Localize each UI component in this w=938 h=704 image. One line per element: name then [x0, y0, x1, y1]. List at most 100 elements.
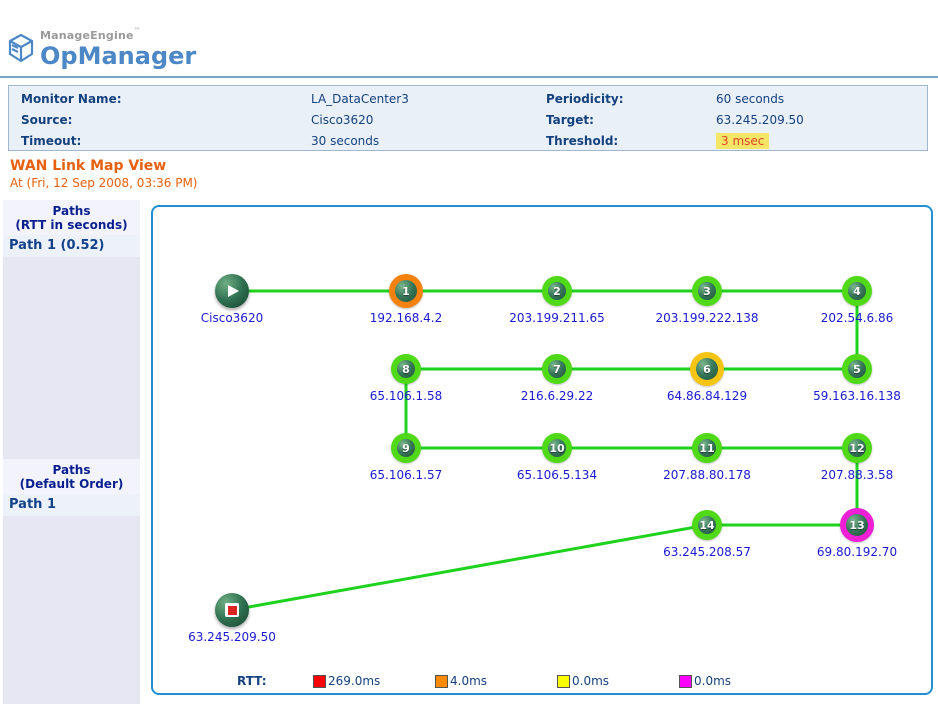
node-ip-label: 64.86.84.129: [666, 389, 748, 403]
paths-default-section: Paths (Default Order) Path 1: [3, 459, 140, 516]
monitor-info-panel: Monitor Name: LA_DataCenter3 Periodicity…: [8, 85, 928, 151]
hop-number: 1: [395, 280, 417, 302]
legend-color-swatch: [679, 674, 692, 688]
node-ip-label: 59.163.16.138: [813, 389, 901, 403]
rtt-legend-label: RTT:: [237, 674, 267, 688]
hop-number: 8: [397, 360, 415, 378]
info-label-source: Source:: [21, 112, 73, 127]
page-timestamp: At (Fri, 12 Sep 2008, 03:36 PM): [10, 176, 198, 190]
info-value-source: Cisco3620: [311, 112, 374, 127]
node-ip-label: 203.199.222.138: [655, 311, 759, 325]
hop-node-8[interactable]: 8: [391, 354, 421, 384]
node-ip-label: 216.6.29.22: [520, 389, 594, 403]
app-logo[interactable]: ManageEngine™ OpManager: [8, 24, 196, 68]
hop-node-12[interactable]: 12: [842, 433, 872, 463]
legend-value-text: 269.0ms: [328, 674, 381, 688]
rtt-legend: RTT: 269.0ms 4.0ms 0.0ms 0.0ms: [153, 674, 931, 688]
node-ip-label: 202.54.6.86: [820, 311, 894, 325]
brand-manageengine: ManageEngine: [40, 29, 134, 42]
sidebar-item-path1-rtt[interactable]: Path 1 (0.52): [3, 235, 140, 257]
node-ip-label: 65.106.5.134: [516, 468, 598, 482]
wan-link-map: Cisco3620 1 192.168.4.2 2 203.199.211.65 3 203…: [151, 205, 933, 695]
info-value-target: 63.245.209.50: [716, 112, 804, 127]
hop-node-2[interactable]: 2: [542, 276, 572, 306]
legend-item: 0.0ms: [557, 674, 679, 688]
info-value-timeout: 30 seconds: [311, 133, 380, 148]
info-label-target: Target:: [546, 112, 594, 127]
paths-rtt-header-line2: (RTT in seconds): [15, 218, 128, 232]
hop-node-10[interactable]: 10: [542, 433, 572, 463]
paths-default-header: Paths (Default Order): [3, 459, 140, 494]
legend-color-swatch: [435, 674, 448, 688]
hop-number: 12: [848, 439, 866, 457]
info-value-monitor-name: LA_DataCenter3: [311, 91, 409, 106]
threshold-value-badge: 3 msec: [716, 132, 770, 149]
node-ip-label: 192.168.4.2: [369, 311, 443, 325]
hop-number: 5: [848, 360, 866, 378]
hop-node-9[interactable]: 9: [391, 433, 421, 463]
trademark-symbol: ™: [133, 26, 141, 35]
hop-number: 7: [548, 360, 566, 378]
paths-rtt-header-line1: Paths: [52, 204, 91, 218]
legend-item: 269.0ms: [313, 674, 435, 688]
paths-rtt-header: Paths (RTT in seconds): [3, 200, 140, 235]
sidebar-item-path1-default[interactable]: Path 1: [3, 494, 140, 516]
manageengine-cube-icon: [8, 33, 34, 67]
brand-opmanager: OpManager: [40, 42, 197, 70]
hop-node-3[interactable]: 3: [692, 276, 722, 306]
legend-color-swatch: [557, 674, 570, 688]
node-ip-label: 203.199.211.65: [509, 311, 605, 325]
node-ip-label: 65.106.1.57: [369, 468, 443, 482]
node-ip-label: 207.88.3.58: [820, 468, 894, 482]
hop-node-14[interactable]: 14: [692, 510, 722, 540]
info-label-threshold: Threshold:: [546, 133, 619, 148]
stop-icon-inner: [227, 605, 237, 615]
source-node[interactable]: [215, 274, 249, 308]
hop-node-13[interactable]: 13: [840, 508, 874, 542]
info-value-periodicity: 60 seconds: [716, 91, 785, 106]
node-ip-label: 65.106.1.58: [369, 389, 443, 403]
hop-number: 4: [848, 282, 866, 300]
target-node[interactable]: [215, 593, 249, 627]
play-icon: [228, 285, 239, 297]
paths-rtt-section: Paths (RTT in seconds) Path 1 (0.52): [3, 200, 140, 257]
hop-node-6[interactable]: 6: [690, 352, 724, 386]
legend-value-text: 0.0ms: [694, 674, 732, 688]
info-label-timeout: Timeout:: [21, 133, 82, 148]
node-ip-label: 207.88.80.178: [663, 468, 751, 482]
edge-line: [231, 523, 708, 612]
paths-sidebar: Paths (RTT in seconds) Path 1 (0.52) Pat…: [3, 200, 140, 704]
paths-default-header-line2: (Default Order): [19, 477, 124, 491]
hop-number: 14: [698, 516, 716, 534]
header-divider: [0, 76, 938, 78]
hop-number: 3: [698, 282, 716, 300]
legend-item: 4.0ms: [435, 674, 557, 688]
hop-node-4[interactable]: 4: [842, 276, 872, 306]
node-ip-label: 69.80.192.70: [816, 545, 898, 559]
legend-value-text: 0.0ms: [572, 674, 610, 688]
paths-default-header-line1: Paths: [52, 463, 91, 477]
hop-number: 6: [696, 358, 718, 380]
hop-number: 11: [698, 439, 716, 457]
hop-node-5[interactable]: 5: [842, 354, 872, 384]
hop-node-7[interactable]: 7: [542, 354, 572, 384]
map-edges-svg: [231, 289, 859, 612]
node-ip-label: 63.245.209.50: [188, 630, 276, 644]
hop-number: 10: [548, 439, 566, 457]
node-ip-label: 63.245.208.57: [663, 545, 751, 559]
hop-number: 9: [397, 439, 415, 457]
title-block: WAN Link Map View At (Fri, 12 Sep 2008, …: [10, 158, 197, 190]
legend-item: 0.0ms: [679, 674, 801, 688]
info-label-monitor-name: Monitor Name:: [21, 91, 122, 106]
hop-number: 13: [846, 514, 868, 536]
legend-color-swatch: [313, 674, 326, 688]
info-label-periodicity: Periodicity:: [546, 91, 624, 106]
node-ip-label: Cisco3620: [200, 311, 264, 325]
stop-icon: [225, 603, 239, 617]
page-title: WAN Link Map View: [10, 158, 167, 174]
hop-node-1[interactable]: 1: [389, 274, 423, 308]
map-canvas: Cisco3620 1 192.168.4.2 2 203.199.211.65 3 203…: [153, 207, 931, 693]
hop-number: 2: [548, 282, 566, 300]
legend-value-text: 4.0ms: [450, 674, 488, 688]
hop-node-11[interactable]: 11: [692, 433, 722, 463]
